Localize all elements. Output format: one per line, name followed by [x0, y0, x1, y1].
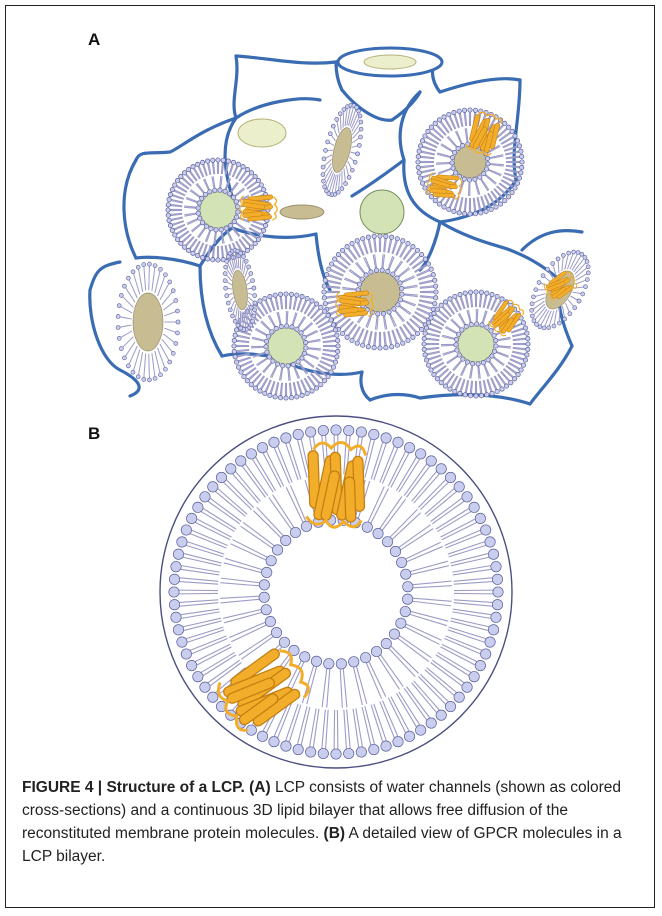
caption-figure-number: FIGURE 4 |: [22, 779, 106, 796]
bilayer-water-pore: [272, 528, 400, 656]
caption-part-b-ref: (B): [324, 825, 346, 842]
figure-caption: FIGURE 4 | Structure of a LCP. (A) LCP c…: [22, 776, 642, 868]
caption-part-a-ref: (A): [249, 779, 271, 796]
caption-title: Structure of a LCP.: [106, 779, 244, 796]
